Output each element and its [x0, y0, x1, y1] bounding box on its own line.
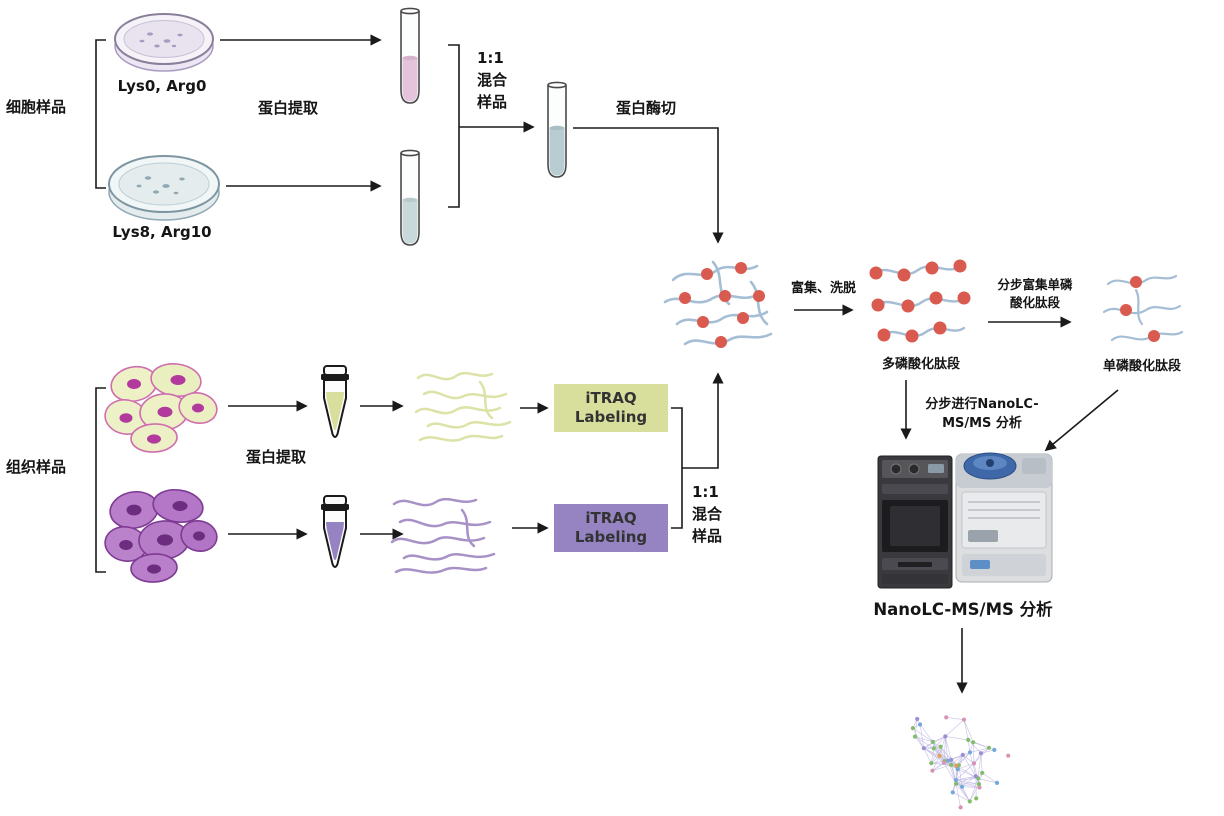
multi-phospho-label: 多磷酸化肽段: [881, 357, 960, 372]
multi-phospho-peptides-icon: [869, 259, 971, 343]
test-tube-heavy-icon: [400, 149, 420, 246]
dish-light-label: Lys0, Arg0: [117, 77, 207, 95]
bracket-cell-samples: [95, 39, 106, 189]
cell-extraction-label: 蛋白提取: [258, 99, 319, 117]
petri-dish-heavy-icon: [108, 155, 220, 221]
bracket-itraq: [671, 407, 683, 529]
peptides-purple-icon: [390, 497, 496, 574]
arrow-mix-to-peptide-pool: [682, 372, 724, 469]
eppendorf-tube-green-icon: [321, 365, 349, 438]
eppendorf-tube-purple-icon: [321, 495, 349, 568]
stepwise-enrich-label: 分步富集单磷 酸化肽段: [997, 277, 1073, 311]
cell-samples-group-label: 细胞样品: [6, 98, 67, 116]
hplc-tower-icon: [877, 455, 953, 589]
nanolc-ms-instruments-icon: [877, 452, 1053, 589]
test-tube-light-icon: [400, 7, 420, 104]
phosphopeptide-pool-icon: [663, 260, 773, 348]
peptides-green-icon: [414, 371, 512, 442]
mixed-tube-icon: [547, 81, 567, 178]
mix-sample-top-label: 1:1 混合 样品: [477, 49, 508, 111]
network-graph: [910, 715, 1011, 810]
digestion-label: 蛋白酶切: [616, 99, 677, 117]
stepwise-nanolc-label: 分步进行NanoLC- MS/MS 分析: [925, 397, 1039, 431]
itraq-labeling-green-box: iTRAQ Labeling: [554, 384, 668, 432]
arrow-digestion-to-peptides: [573, 127, 724, 244]
tissue-cells-purple-icon: [104, 488, 218, 583]
enrich-elute-label: 富集、洗脱: [791, 281, 857, 296]
mono-phospho-label: 单磷酸化肽段: [1102, 359, 1181, 374]
bracket-tubes: [448, 44, 460, 208]
itraq-labeling-purple-box: iTRAQ Labeling: [554, 504, 668, 552]
dish-heavy-label: Lys8, Arg10: [112, 223, 212, 241]
mass-spec-body-icon: [955, 452, 1053, 583]
mix-sample-bottom-label: 1:1 混合 样品: [692, 483, 723, 545]
petri-dish-light-icon: [114, 13, 214, 72]
nanolc-analysis-label: NanoLC-MS/MS 分析: [873, 600, 1053, 619]
tissue-extraction-label: 蛋白提取: [246, 448, 307, 466]
tissue-cells-green-icon: [104, 363, 218, 453]
mono-phospho-peptides-icon: [1102, 274, 1184, 342]
tissue-samples-group-label: 组织样品: [6, 458, 67, 476]
arrow-mono-to-ms: [1044, 389, 1119, 452]
